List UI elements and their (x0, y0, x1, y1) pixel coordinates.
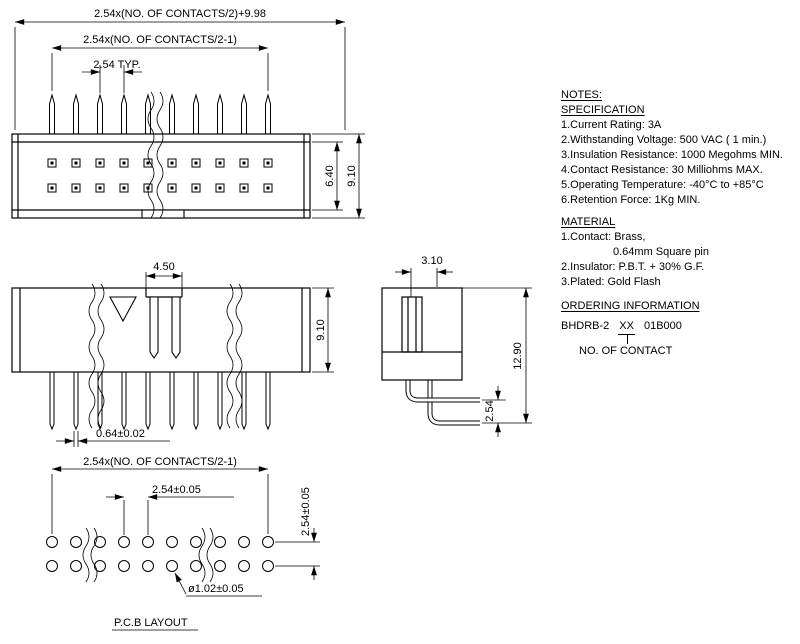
side-view: 3.10 2.54 12.90 (381, 255, 532, 437)
pcb-caption: P.C.B LAYOUT (112, 617, 198, 631)
break-line (226, 283, 234, 429)
dim-span-label: 2.54x(NO. OF CONTACTS/2-1) (83, 34, 237, 46)
dim-row-pitch-label: 2.54 (484, 400, 496, 421)
spec-item: 2.Withstanding Voltage: 500 VAC ( 1 min.… (561, 134, 767, 146)
dim-overall-height-label: 12.90 (512, 342, 524, 370)
dim-slot-label: 4.50 (153, 261, 174, 273)
ordering-prefix: BHDRB-2 (561, 320, 610, 332)
dim-top-inner-height: 6.40 (312, 141, 343, 211)
dim-pin-width-label: 0.64±0.02 (96, 428, 145, 440)
spacer (561, 290, 800, 299)
front-view-body (11, 287, 311, 373)
material-item: 0.64mm Square pin (613, 246, 709, 258)
ordering-title: ORDERING INFORMATION (561, 300, 700, 312)
break-line (198, 527, 206, 583)
dim-hole-label: ø1.02±0.05 (188, 583, 244, 595)
dim-hole-callout: ø1.02±0.05 (174, 572, 262, 597)
pcb-caption-label: P.C.B LAYOUT (114, 617, 188, 629)
dim-row-pitch: 2.54 (482, 386, 532, 437)
pcb-layout: 2.54x(NO. OF CONTACTS/2-1) 2.54±0.05 (46, 456, 320, 631)
spec-item: 6.Retention Force: 1Kg MIN. (561, 194, 701, 206)
dim-pitch-label: 2.54 TYP. (93, 59, 140, 71)
dim-overall-label: 2.54x(NO. OF CONTACTS/2)+9.98 (94, 8, 266, 20)
spacer (561, 208, 800, 215)
break-line (97, 283, 105, 429)
ordering-code: BHDRB-2 XX 01B000 (561, 319, 800, 335)
slot-key (149, 296, 159, 359)
slot-key (171, 296, 181, 359)
pin1-marker-triangle (109, 296, 137, 323)
break-line (90, 527, 98, 583)
dim-top-span: 2.54x(NO. OF CONTACTS/2-1) (51, 34, 269, 91)
dim-top-pitch: 2.54 TYP. (82, 59, 142, 93)
pcb-holes (46, 536, 274, 572)
break-line (235, 283, 243, 429)
dim-inner-height-label: 6.40 (324, 165, 336, 186)
dim-pcb-span-label: 2.54x(NO. OF CONTACTS/2-1) (83, 456, 237, 468)
dim-slot-width: 4.50 (145, 261, 183, 292)
dim-overall-height: 12.90 (462, 287, 532, 423)
break-line (156, 91, 164, 219)
notes-panel: NOTES: SPECIFICATION 1.Current Rating: 3… (561, 88, 800, 359)
top-view: 2.54x(NO. OF CONTACTS/2)+9.98 2.54x(NO. … (11, 8, 365, 219)
dim-pcb-row-pitch: 2.54±0.05 (275, 487, 320, 580)
front-view-pins (49, 371, 271, 430)
ordering-suffix: 01B000 (643, 320, 682, 332)
spec-item: 4.Contact Resistance: 30 Milliohms MAX. (561, 164, 763, 176)
material-item: 2.Insulator: P.B.T. + 30% G.F. (561, 261, 705, 273)
dim-front-height-label: 9.10 (315, 319, 327, 340)
dim-pin-offset: 3.10 (395, 255, 453, 297)
spec-item: 5.Operating Temperature: -40°C to +85°C (561, 179, 764, 191)
dim-pin-width: 0.64±0.02 (56, 428, 170, 447)
dim-front-height: 9.10 (312, 287, 334, 373)
pin-profile (401, 296, 423, 353)
material-item: 3.Plated: Gold Flash (561, 276, 661, 288)
material-title: MATERIAL (561, 216, 616, 228)
ordering-leader-line (627, 335, 628, 344)
ordering-variable: XX (618, 319, 635, 335)
break-line (147, 91, 155, 219)
notes-title: NOTES: (561, 89, 602, 101)
top-view-body (11, 133, 311, 219)
front-view: 4.50 9.10 0.64±0.02 (11, 261, 334, 447)
ordering-note: NO. OF CONTACT (579, 345, 673, 357)
dim-pcb-pitch: 2.54±0.05 (106, 484, 234, 535)
spec-item: 1.Current Rating: 3A (561, 119, 662, 131)
dim-height-label: 9.10 (346, 165, 358, 186)
dim-pcb-pitch-label: 2.54±0.05 (152, 484, 201, 496)
dim-top-height: 9.10 (312, 133, 365, 219)
side-view-body (381, 287, 463, 381)
material-item: 1.Contact: Brass, (561, 231, 646, 243)
dim-top-overall: 2.54x(NO. OF CONTACTS/2)+9.98 (14, 8, 346, 130)
dim-pcb-row-pitch-label: 2.54±0.05 (300, 487, 312, 536)
break-line (82, 527, 90, 583)
spec-item: 3.Insulation Resistance: 1000 Megohms MI… (561, 149, 783, 161)
break-line (206, 527, 214, 583)
dim-pcb-span: 2.54x(NO. OF CONTACTS/2-1) (51, 456, 269, 534)
dim-pin-offset-label: 3.10 (421, 255, 442, 267)
spec-title: SPECIFICATION (561, 104, 645, 116)
break-line (88, 283, 96, 429)
